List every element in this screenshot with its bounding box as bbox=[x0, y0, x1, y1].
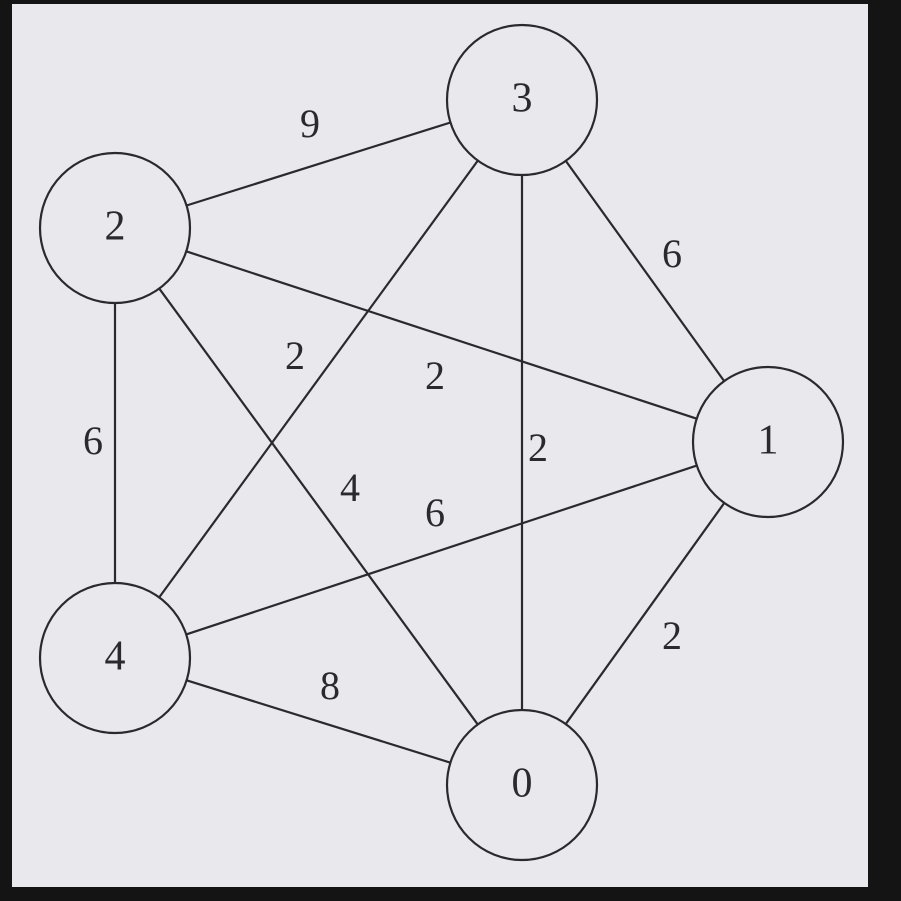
node-2: 2 bbox=[38, 151, 192, 305]
node-label: 3 bbox=[512, 76, 533, 122]
node-circle bbox=[445, 23, 599, 177]
edge-weight-2-4: 6 bbox=[83, 418, 103, 463]
edge-weight-4-1: 6 bbox=[425, 490, 445, 535]
edge-weight-3-4: 2 bbox=[285, 333, 305, 378]
node-0: 0 bbox=[445, 708, 599, 862]
edge-weight-3-1: 6 bbox=[662, 231, 682, 276]
node-label: 2 bbox=[105, 204, 126, 250]
weights-layer: 9 6 2 2 2 6 4 6 8 2 bbox=[83, 101, 682, 708]
node-circle bbox=[445, 708, 599, 862]
nodes-layer: 0 1 2 3 4 bbox=[38, 23, 845, 862]
diagram-panel bbox=[12, 4, 868, 887]
edge-weight-2-0: 4 bbox=[340, 465, 360, 510]
edge-4-0 bbox=[186, 679, 451, 764]
node-3: 3 bbox=[445, 23, 599, 177]
edge-weight-4-0: 8 bbox=[320, 663, 340, 708]
edge-2-0 bbox=[158, 287, 479, 726]
edge-1-0 bbox=[564, 502, 726, 725]
node-label: 1 bbox=[758, 418, 779, 464]
edge-3-4 bbox=[158, 159, 479, 599]
node-label: 0 bbox=[512, 761, 533, 807]
edge-weight-2-3: 9 bbox=[300, 101, 320, 146]
node-circle bbox=[38, 151, 192, 305]
edge-weight-1-0: 2 bbox=[662, 613, 682, 658]
edge-2-1 bbox=[185, 250, 698, 420]
node-circle bbox=[691, 365, 845, 519]
edge-weight-3-0: 2 bbox=[528, 425, 548, 470]
edge-4-1 bbox=[185, 464, 698, 636]
edges-layer bbox=[113, 121, 726, 764]
edge-weight-2-1: 2 bbox=[425, 353, 445, 398]
edge-2-3 bbox=[186, 121, 451, 207]
node-label: 4 bbox=[105, 634, 126, 680]
edge-3-1 bbox=[564, 160, 726, 382]
node-1: 1 bbox=[691, 365, 845, 519]
node-circle bbox=[38, 581, 192, 735]
node-4: 4 bbox=[38, 581, 192, 735]
